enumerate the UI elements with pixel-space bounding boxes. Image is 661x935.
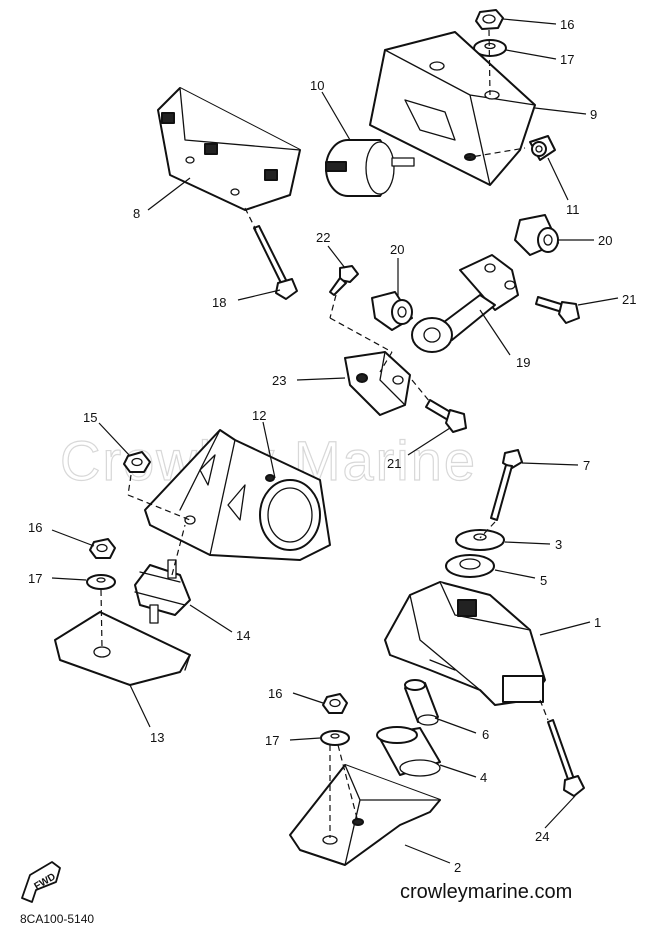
callout-13: 13 [150, 730, 164, 745]
leader-lines [51, 18, 619, 864]
part-17-washer-left [86, 574, 116, 590]
callout-labels: 16 17 9 10 11 8 18 20 20 21 19 22 23 21 … [28, 17, 636, 875]
callout-4: 4 [480, 770, 487, 785]
callout-23: 23 [272, 373, 286, 388]
part-2-base-bracket [289, 764, 441, 866]
callout-12: 12 [252, 408, 266, 423]
part-15-nut [123, 451, 151, 473]
part-14-rubber-mount [134, 559, 191, 624]
part-19-link-rod [411, 254, 519, 353]
part-21-bolt-lower [425, 399, 467, 433]
part-18-bolt [253, 225, 298, 300]
part-17-washer-top [473, 39, 507, 57]
part-16-nut-top [475, 9, 504, 30]
callout-10: 10 [310, 78, 324, 93]
part-23-small-bracket [344, 351, 411, 416]
callout-20-left: 20 [390, 242, 404, 257]
part-3-washer [455, 529, 505, 551]
part-11-bushing [529, 135, 556, 161]
part-16-nut-left [89, 538, 116, 559]
callout-3: 3 [555, 537, 562, 552]
callout-11: 11 [566, 202, 580, 217]
part-7-bolt [490, 449, 523, 521]
part-9-upper-bracket [369, 31, 536, 186]
part-6-spacer [404, 679, 439, 726]
part-24-bolt [547, 719, 585, 797]
callout-20-right: 20 [598, 233, 612, 248]
site-footer-text: crowleymarine.com [400, 881, 572, 903]
callout-6: 6 [482, 727, 489, 742]
callout-24: 24 [535, 829, 549, 844]
callout-15: 15 [83, 410, 97, 425]
fwd-arrow-icon: FWD [21, 861, 61, 903]
callout-14: 14 [236, 628, 250, 643]
part-4-rubber-block [376, 726, 441, 777]
part-10-rubber-mount [325, 139, 415, 197]
part-16-nut-bottom [322, 693, 348, 714]
part-8-left-bracket [157, 87, 301, 211]
part-22-bolt [329, 265, 359, 296]
callout-16: 16 [560, 17, 574, 32]
part-21-bolt-upper [535, 296, 580, 324]
callout-16-left: 16 [28, 520, 42, 535]
part-12-bracket [144, 429, 331, 561]
callout-18: 18 [212, 295, 226, 310]
part-20-bushing-left [371, 291, 413, 331]
callout-9: 9 [590, 107, 597, 122]
callout-7: 7 [583, 458, 590, 473]
callout-17-left: 17 [28, 571, 42, 586]
callout-8: 8 [133, 206, 140, 221]
callout-1: 1 [594, 615, 601, 630]
part-13-plate [54, 611, 191, 686]
callout-2: 2 [454, 860, 461, 875]
diagram-code: 8CA100-5140 [20, 912, 94, 926]
callout-21-lower: 21 [387, 456, 401, 471]
callout-17-bottom: 17 [265, 733, 279, 748]
part-1-lower-bracket [384, 581, 546, 706]
callout-22: 22 [316, 230, 330, 245]
alignment-lines [100, 29, 549, 838]
callout-16-bottom: 16 [268, 686, 282, 701]
part-5-washer [445, 554, 495, 578]
callout-21-upper: 21 [622, 292, 636, 307]
callout-17: 17 [560, 52, 574, 67]
callout-19: 19 [516, 355, 530, 370]
callout-5: 5 [540, 573, 547, 588]
part-20-bushing-right [514, 214, 559, 256]
part-17-washer-bottom [320, 730, 350, 746]
